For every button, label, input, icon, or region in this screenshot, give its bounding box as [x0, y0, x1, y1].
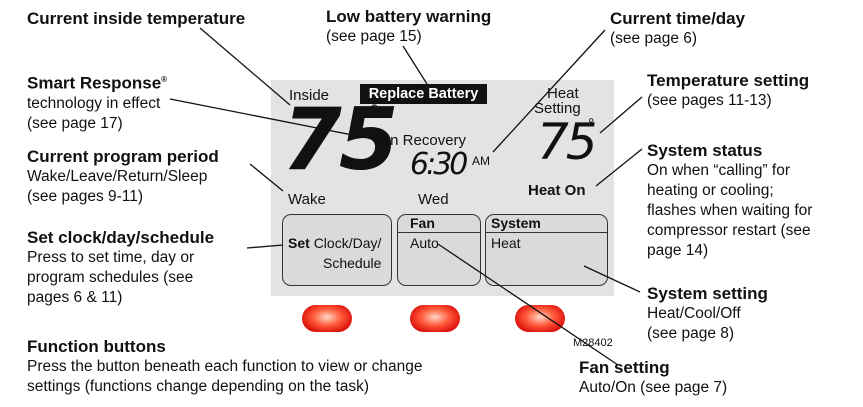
callout-title: System setting — [647, 284, 768, 303]
callout-inside-temperature: Current inside temperature — [27, 8, 245, 29]
callout-desc: (see pages 11-13) — [647, 92, 772, 109]
callout-desc: flashes when waiting for — [647, 202, 813, 219]
callout-title: Fan setting — [579, 358, 670, 377]
callout-desc: (see page 17) — [27, 114, 123, 132]
leader-time-day — [492, 29, 606, 153]
inside-degree: ° — [370, 100, 379, 125]
system-softkey-header — [486, 215, 607, 233]
set-degree: ° — [588, 116, 595, 133]
function-button-middle[interactable] — [410, 305, 460, 332]
callout-desc: technology in effect — [27, 94, 161, 112]
leader-inside-temperature — [199, 27, 291, 106]
callout-smart-response: Smart Response® technology in effect (se… — [27, 69, 167, 134]
callout-title: Set clock/day/schedule — [27, 228, 215, 247]
callout-desc: heating or cooling; — [647, 182, 774, 199]
set-clock-label-line2: Schedule — [323, 255, 382, 271]
current-day: Wed — [418, 191, 449, 208]
system-softkey-title: System — [491, 215, 541, 231]
callout-function-buttons: Function buttons Press the button beneat… — [27, 336, 423, 397]
fan-softkey[interactable]: Fan Auto — [397, 214, 481, 286]
callout-low-battery: Low battery warning (see page 15) — [326, 6, 491, 47]
callout-desc: (see page 15) — [326, 28, 422, 45]
callout-desc: compressor restart (see — [647, 222, 811, 239]
callout-title: Smart Response® — [27, 73, 168, 93]
set-clock-label: Set Clock/Day/ — [288, 235, 382, 251]
heat-setting-label-line1: Heat — [547, 85, 579, 102]
callout-title: Current inside temperature — [27, 9, 246, 28]
fan-softkey-title: Fan — [410, 215, 435, 231]
callout-set-clock: Set clock/day/schedule Press to set time… — [27, 227, 214, 308]
am-indicator: AM — [472, 154, 490, 168]
set-clock-softkey[interactable]: Set Clock/Day/ Schedule — [282, 214, 392, 286]
leader-system-setting — [583, 265, 641, 293]
system-status: Heat On — [528, 182, 586, 199]
inside-label: Inside — [289, 87, 330, 104]
callout-desc: (see pages 9-11) — [27, 188, 144, 205]
heat-setting-label-line2: Setting — [534, 100, 581, 117]
leader-program-period — [249, 163, 284, 192]
callout-title: Current program period — [27, 147, 219, 166]
callout-desc: Wake/Leave/Return/Sleep — [27, 168, 208, 185]
callout-fan-setting: Fan setting Auto/On (see page 7) — [579, 357, 727, 398]
callout-desc: pages 6 & 11) — [27, 289, 123, 306]
callout-program-period: Current program period Wake/Leave/Return… — [27, 146, 219, 207]
callout-desc: Auto/On (see page 7) — [579, 379, 728, 396]
fan-softkey-value: Auto — [410, 235, 439, 251]
callout-desc: Heat/Cool/Off — [647, 305, 741, 322]
callout-title: Function buttons — [27, 337, 166, 356]
leader-set-clock — [246, 244, 284, 249]
callout-desc: (see page 8) — [647, 325, 735, 342]
callout-desc: page 14) — [647, 242, 709, 259]
callout-desc: On when “calling” for — [647, 162, 791, 179]
system-softkey[interactable]: System Heat — [485, 214, 608, 286]
callout-title: Low battery warning — [326, 7, 492, 26]
callout-desc: settings (functions change depending on … — [27, 378, 370, 395]
program-period: Wake — [288, 191, 326, 208]
current-time: 6:30 — [410, 147, 468, 182]
callout-desc: program schedules (see — [27, 269, 194, 286]
callout-title: Temperature setting — [647, 71, 810, 90]
callout-title: System status — [647, 141, 763, 160]
fan-softkey-header — [398, 215, 480, 233]
figure-id: M28402 — [573, 337, 613, 349]
system-softkey-value: Heat — [491, 235, 521, 251]
callout-system-status: System status On when “calling” for heat… — [647, 140, 812, 261]
callout-system-setting: System setting Heat/Cool/Off (see page 8… — [647, 283, 768, 344]
replace-battery-indicator: Replace Battery — [360, 84, 487, 104]
in-recovery-indicator: In Recovery — [386, 132, 467, 149]
leader-fan-setting — [437, 243, 619, 366]
registered-mark: ® — [161, 75, 168, 84]
leader-system-status — [595, 148, 643, 187]
callout-desc: (see page 6) — [610, 30, 698, 47]
function-button-left[interactable] — [302, 305, 352, 332]
leader-temperature-setting — [599, 96, 643, 134]
callout-time-day: Current time/day (see page 6) — [610, 8, 745, 49]
leader-smart-response — [169, 98, 389, 143]
leader-low-battery — [402, 45, 428, 85]
set-temperature: 75 — [537, 113, 598, 171]
callout-desc: Press the button beneath each function t… — [27, 358, 423, 375]
callout-temperature-setting: Temperature setting (see pages 11-13) — [647, 70, 809, 111]
callout-desc: Press to set time, day or — [27, 249, 195, 266]
function-button-right[interactable] — [515, 305, 565, 332]
callout-title: Current time/day — [610, 9, 746, 28]
